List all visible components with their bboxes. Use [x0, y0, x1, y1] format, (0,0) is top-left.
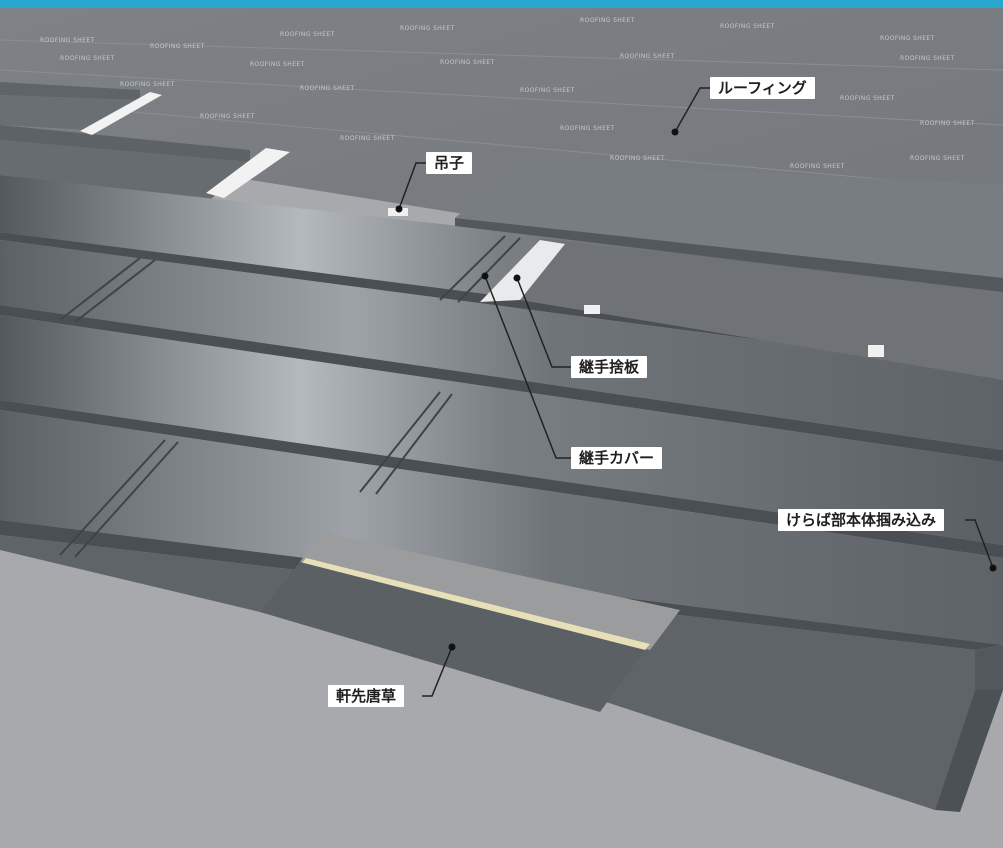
roof-panel-row-4 — [0, 410, 1003, 645]
eaves-trim-line — [302, 558, 650, 650]
svg-text:ROOFING SHEET: ROOFING SHEET — [580, 17, 635, 24]
eaves-label: 軒先唐草 — [328, 685, 405, 707]
svg-text:ROOFING SHEET: ROOFING SHEET — [720, 23, 775, 30]
sheet-seams — [0, 39, 1003, 191]
keraba-edge — [935, 690, 1003, 812]
svg-text:ROOFING SHEET: ROOFING SHEET — [200, 113, 255, 120]
svg-text:ROOFING SHEET: ROOFING SHEET — [920, 120, 975, 127]
roof-panel-row-2-edge — [0, 305, 1003, 462]
svg-text:ROOFING SHEET: ROOFING SHEET — [280, 31, 335, 38]
svg-text:ROOFING SHEET: ROOFING SHEET — [300, 85, 355, 92]
roof-panel-top-2-face — [0, 140, 250, 200]
joint-plate — [480, 240, 565, 302]
svg-text:ROOFING SHEET: ROOFING SHEET — [120, 81, 175, 88]
eaves-karakusa-top — [300, 532, 680, 650]
svg-text:ROOFING SHEET: ROOFING SHEET — [840, 95, 895, 102]
hanger-label: 吊子 — [426, 152, 473, 174]
joint-plate-label: 継手捨板 — [571, 356, 648, 378]
roof-panel-top-1-face — [0, 95, 140, 130]
svg-text:ROOFING SHEET: ROOFING SHEET — [340, 135, 395, 142]
svg-text:ROOFING SHEET: ROOFING SHEET — [900, 55, 955, 62]
svg-text:ROOFING SHEET: ROOFING SHEET — [400, 25, 455, 32]
upper-panel-right-front — [455, 218, 1003, 292]
upper-panel-right — [455, 160, 1003, 278]
roofing-label: ルーフィング — [710, 77, 815, 99]
roof-panel-top-1 — [0, 82, 140, 100]
eaves-karakusa-front — [260, 562, 645, 712]
roof-panel-row-3-edge — [0, 400, 1003, 558]
roof-panel-side-edge — [975, 645, 1003, 690]
roof-panel-row-2 — [0, 240, 1003, 450]
svg-text:ROOFING SHEET: ROOFING SHEET — [610, 155, 665, 162]
joint-cover-label: 継手カバー — [571, 447, 663, 469]
roof-panel-top-2 — [0, 125, 250, 162]
svg-text:ROOFING SHEET: ROOFING SHEET — [910, 155, 965, 162]
roofing-under-joint — [520, 238, 1003, 380]
svg-text:ROOFING SHEET: ROOFING SHEET — [250, 61, 305, 68]
svg-text:ROOFING SHEET: ROOFING SHEET — [440, 59, 495, 66]
hanger-strip-2 — [206, 148, 290, 198]
svg-text:ROOFING SHEET: ROOFING SHEET — [60, 55, 115, 62]
svg-text:ROOFING SHEET: ROOFING SHEET — [150, 43, 205, 50]
svg-text:ROOFING SHEET: ROOFING SHEET — [620, 53, 675, 60]
roof-panel-row-5 — [0, 535, 975, 810]
svg-text:ROOFING SHEET: ROOFING SHEET — [520, 87, 575, 94]
svg-text:ROOFING SHEET: ROOFING SHEET — [560, 125, 615, 132]
joint-cover — [59, 235, 521, 558]
leader-dots — [395, 128, 997, 651]
hanger-strip-1 — [80, 92, 162, 135]
roof-panel-row-3 — [0, 315, 1003, 545]
leader-lines — [398, 87, 994, 697]
svg-text:ROOFING SHEET: ROOFING SHEET — [880, 35, 935, 42]
svg-text:ROOFING SHEET: ROOFING SHEET — [790, 163, 845, 170]
keraba-label: けらば部本体掴み込み — [778, 509, 945, 531]
top-bar — [0, 0, 1003, 8]
svg-text:ROOFING SHEET: ROOFING SHEET — [40, 37, 95, 44]
